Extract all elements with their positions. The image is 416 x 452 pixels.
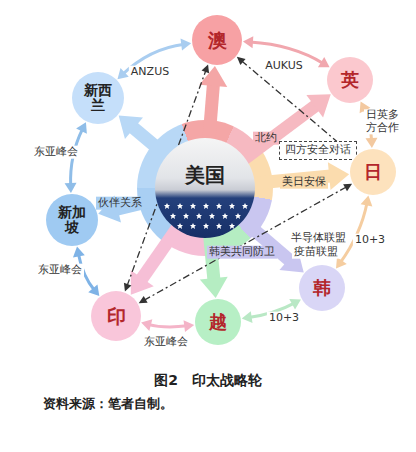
country-circle: 印 xyxy=(91,291,141,341)
spoke-arrow xyxy=(131,126,169,158)
edge-label: 东亚峰会 xyxy=(142,336,190,349)
arrow-head xyxy=(237,57,246,65)
source-note: 资料来源：笔者自制。 xyxy=(41,397,175,412)
note-label: AUKUS xyxy=(263,60,305,73)
node-text: 美国 xyxy=(185,164,225,186)
arrow-head xyxy=(361,196,373,207)
ring-arrow xyxy=(148,324,187,327)
edge-label: 美日安保 xyxy=(280,176,328,189)
country-circle: 日 xyxy=(350,149,396,195)
node-text: 韩 xyxy=(313,278,331,298)
arrow-head xyxy=(88,285,99,297)
country-circle: 英 xyxy=(327,57,373,103)
node-text: 澳 xyxy=(208,30,227,51)
figure-caption: 图2 印太战略轮 xyxy=(0,372,416,390)
arrow-head xyxy=(181,39,192,51)
arrow-head xyxy=(306,94,330,117)
arrow-head xyxy=(117,68,128,79)
arrow-head xyxy=(289,299,301,310)
country-circle: 新加坡 xyxy=(46,194,98,246)
spoke-arrow xyxy=(209,82,214,141)
edge-label: 韩美共同防卫 xyxy=(207,246,277,259)
node-text: 越 xyxy=(209,312,227,332)
arrow-head xyxy=(200,277,228,298)
arrow-head xyxy=(184,320,195,332)
spoke-arrow xyxy=(140,227,178,282)
edge-label: 东亚峰会 xyxy=(32,146,80,159)
arrow-head xyxy=(73,247,85,258)
edge-label: 伙伴关系 xyxy=(96,197,144,210)
note-label: 半导体联盟 xyxy=(289,232,348,245)
node-text: 英 xyxy=(341,70,359,90)
country-circle: 韩 xyxy=(299,265,345,311)
arrow-head xyxy=(139,296,148,303)
edge-label: 日英多方合作 xyxy=(364,109,408,134)
arrow-head xyxy=(141,319,152,331)
node-text: 日 xyxy=(364,162,382,182)
edge-label: 10+3 xyxy=(267,312,301,325)
arrow-head xyxy=(343,184,352,191)
arrow-head xyxy=(65,183,77,193)
arrow-head xyxy=(243,36,253,48)
node-text: 新加坡 xyxy=(56,205,88,236)
edge-label: 东亚峰会 xyxy=(36,264,84,277)
arrow-head xyxy=(242,311,253,323)
arrow-head xyxy=(318,57,330,67)
country-circle: 越 xyxy=(195,299,241,345)
node-text: 四方安全对话 xyxy=(285,144,351,156)
dashed-box: 四方安全对话 xyxy=(279,141,357,160)
edge-label: 北约 xyxy=(253,132,279,145)
arrow-head xyxy=(202,64,210,73)
edge-label: 10+3 xyxy=(353,234,387,247)
arrow-head xyxy=(365,138,377,148)
note-label: 疫苗联盟 xyxy=(292,246,340,259)
country-circle: 澳 xyxy=(192,15,242,65)
center-circle: 美国 xyxy=(155,138,255,238)
spoke-arrow xyxy=(210,235,215,282)
note-label: ANZUS xyxy=(129,66,171,79)
flag-stars xyxy=(155,138,255,238)
arrow-head xyxy=(124,283,132,292)
node-text: 新西兰 xyxy=(82,83,114,114)
arrow-head xyxy=(131,270,154,294)
node-text: 印 xyxy=(107,306,126,327)
arrow-head xyxy=(336,257,347,269)
arrow-head xyxy=(76,122,87,134)
arrow-head xyxy=(119,115,143,139)
country-circle: 新西兰 xyxy=(72,72,124,124)
